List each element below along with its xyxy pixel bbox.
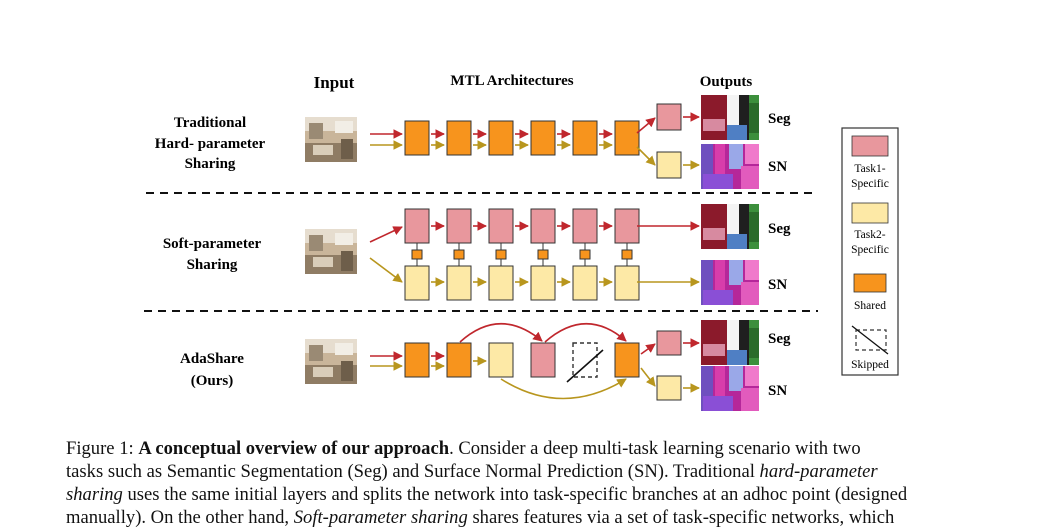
shared-block (446, 120, 472, 156)
task2-specific-block (656, 375, 682, 401)
output-label-sn: SN (768, 159, 787, 175)
caption-line4-rest: shares features via a set of task-specif… (472, 507, 895, 528)
shared-connector-unit (495, 249, 507, 260)
legend-shared-label: Shared (854, 300, 886, 312)
output-label-seg: Seg (768, 221, 791, 237)
legend-skipped-swatch (855, 329, 887, 351)
caption-figure-label: Figure 1: (66, 438, 134, 459)
shared-block (446, 342, 472, 378)
connection-arrow (369, 257, 403, 283)
task2-specific-block (488, 342, 514, 378)
legend-skipped-label: Skipped (851, 359, 889, 371)
figure-caption: Figure 1: A conceptual overview of our a… (66, 437, 996, 529)
shared-connector-unit (579, 249, 591, 260)
caption-line4-start: manually). On the other hand, (66, 507, 290, 528)
task2-specific-block (572, 265, 598, 301)
caption-line-2: tasks such as Semantic Segmentation (Seg… (66, 460, 996, 483)
caption-line1-rest: . Consider a deep multi-task learning sc… (449, 438, 861, 459)
sn-output-image (701, 260, 759, 305)
legend-task1-line1: Task1- (854, 163, 885, 175)
connection-arrow (369, 226, 403, 243)
seg-output-image (701, 320, 759, 365)
task1-specific-block (530, 208, 556, 244)
task1-specific-block (488, 208, 514, 244)
row-label-traditional: Traditional Hard- parameter Sharing (155, 115, 266, 172)
task2-specific-block (656, 151, 682, 179)
legend-task2-line2: Specific (851, 244, 889, 256)
task1-specific-block (572, 208, 598, 244)
row-label-traditional-line2: Hard- parameter (155, 136, 266, 152)
shared-block (614, 342, 640, 378)
legend-task1-swatch (851, 135, 889, 157)
sn-output-image (701, 144, 759, 189)
caption-line-1: Figure 1: A conceptual overview of our a… (66, 437, 996, 460)
input-image (305, 117, 357, 162)
shared-connector-unit (537, 249, 549, 260)
output-label-sn: SN (768, 383, 787, 399)
task2-specific-block (488, 265, 514, 301)
shared-connector-unit (621, 249, 633, 260)
caption-line3-rest: uses the same initial layers and splits … (127, 484, 908, 505)
skipped-slash (566, 349, 604, 383)
row-label-adashare: AdaShare (Ours) (180, 351, 244, 389)
output-label-seg: Seg (768, 331, 791, 347)
input-image (305, 229, 357, 274)
shared-block (530, 120, 556, 156)
caption-bold-title: A conceptual overview of our approach (138, 438, 450, 459)
caption-line4-italic: Soft-parameter sharing (293, 507, 468, 528)
mtl-architecture-figure: Input MTL Architectures Outputs Traditio… (144, 73, 899, 411)
row-label-traditional-line3: Sharing (185, 156, 236, 172)
caption-line3-italic: sharing (66, 484, 123, 505)
legend-shared-swatch (853, 273, 887, 293)
task2-specific-block (614, 265, 640, 301)
caption-line2-text: tasks such as Semantic Segmentation (Seg… (66, 461, 755, 482)
row-traditional-diagram (305, 95, 759, 189)
row-label-adashare-line2: (Ours) (191, 373, 234, 389)
task1-specific-block (656, 330, 682, 356)
row-label-traditional-line1: Traditional (174, 115, 246, 131)
sn-output-image (701, 366, 759, 411)
row-adashare-diagram (305, 320, 759, 411)
task1-specific-block (404, 208, 430, 244)
shared-block (572, 120, 598, 156)
row-label-adashare-line1: AdaShare (180, 351, 244, 367)
task1-specific-block (530, 342, 556, 378)
row-soft-diagram (305, 204, 759, 305)
legend: Task1- Specific Task2- Specific Shared S… (841, 127, 899, 376)
legend-box (841, 127, 899, 376)
skipped-block (572, 342, 598, 378)
seg-output-image (701, 95, 759, 140)
shared-block (404, 120, 430, 156)
shared-connector-unit (411, 249, 423, 260)
seg-output-image (701, 204, 759, 249)
task2-specific-block (446, 265, 472, 301)
output-label-sn: SN (768, 277, 787, 293)
header-mtl-architectures: MTL Architectures (450, 73, 573, 89)
task1-specific-block (656, 103, 682, 131)
task2-specific-block (404, 265, 430, 301)
shared-block (404, 342, 430, 378)
legend-skipped-slash (851, 325, 889, 355)
caption-line-4: manually). On the other hand, Soft-param… (66, 506, 996, 529)
row-label-soft-line2: Sharing (187, 257, 238, 273)
output-label-seg: Seg (768, 111, 791, 127)
shared-block (488, 120, 514, 156)
input-image (305, 339, 357, 384)
header-input: Input (314, 73, 355, 92)
caption-line2-italic: hard-parameter (759, 461, 878, 482)
task2-specific-block (530, 265, 556, 301)
shared-block (614, 120, 640, 156)
row-label-soft: Soft-parameter Sharing (163, 236, 262, 273)
task1-specific-block (614, 208, 640, 244)
row-label-soft-line1: Soft-parameter (163, 236, 262, 252)
shared-connector-unit (453, 249, 465, 260)
legend-task2-swatch (851, 202, 889, 224)
legend-task1-line2: Specific (851, 178, 889, 190)
caption-line-3: sharing uses the same initial layers and… (66, 483, 996, 506)
task1-specific-block (446, 208, 472, 244)
header-outputs: Outputs (700, 74, 753, 90)
legend-task2-line1: Task2- (854, 229, 885, 241)
